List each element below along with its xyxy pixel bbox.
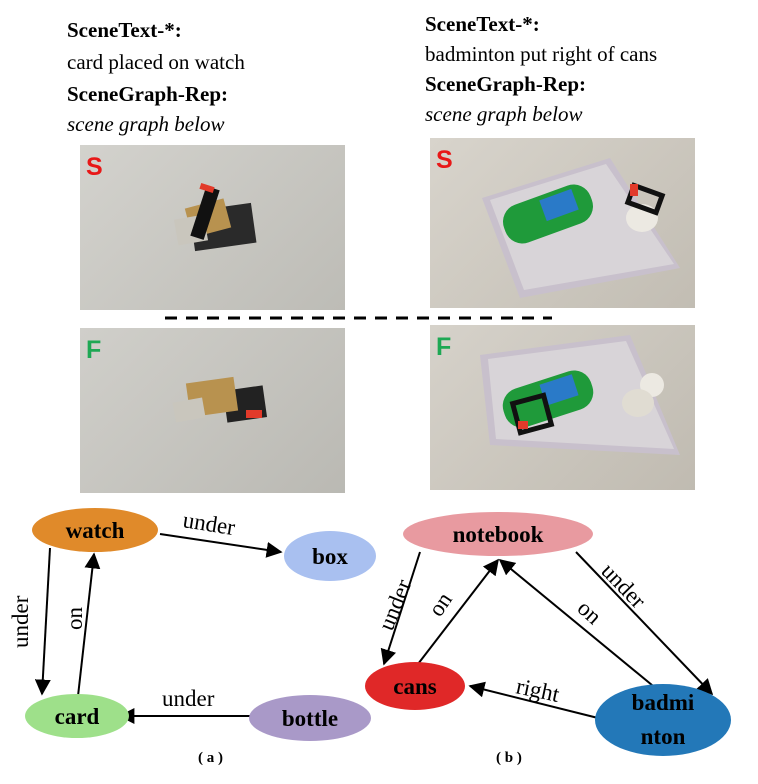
node-badminton: badmi nton (595, 684, 731, 756)
tag-f-a: F (86, 336, 102, 364)
edge-badminton-cans (468, 681, 599, 719)
edge-badminton-notebook (498, 558, 659, 691)
node-badminton-label-line2: nton (641, 724, 686, 749)
tag-s-b: S (436, 146, 453, 174)
edge-watch-card (34, 547, 51, 696)
node-bottle-label: bottle (282, 706, 338, 731)
edge-label-notebook-cans: under (373, 576, 416, 634)
scene-text-label-b: SceneText-*: (425, 12, 540, 36)
edge-label-cans-notebook: on (423, 587, 457, 620)
edge-card-watch (77, 552, 101, 697)
photo-a-start: S (80, 145, 345, 310)
node-bottle: bottle (249, 695, 371, 741)
node-cans-label: cans (393, 674, 437, 699)
photo-a-final-drawing (172, 376, 268, 423)
node-watch-label: watch (66, 518, 125, 543)
node-cans: cans (365, 662, 465, 710)
caption-a: ( a ) (198, 750, 223, 766)
edge-label-card-watch: on (62, 607, 87, 631)
photo-b-start-drawing (482, 158, 680, 298)
scene-graph-label-a: SceneGraph-Rep: (67, 82, 228, 106)
tag-s-a: S (86, 153, 103, 181)
photo-b-final-drawing (480, 335, 680, 455)
edge-label-badminton-notebook: on (573, 595, 607, 629)
edge-label-bottle-card: under (162, 686, 215, 711)
scene-text-label-a: SceneText-*: (67, 18, 182, 42)
photo-a-final: F (80, 328, 345, 493)
edge-watch-box (159, 533, 283, 558)
node-notebook: notebook (403, 512, 593, 556)
photo-b-final: F (430, 325, 695, 490)
edge-label-watch-box: under (181, 507, 237, 540)
node-badminton-label-line1: badmi (632, 690, 695, 715)
tag-f-b: F (436, 333, 452, 361)
photo-b-start: S (430, 138, 695, 308)
edge-label-watch-card: under (8, 595, 33, 648)
edge-cans-notebook (417, 558, 499, 665)
node-box: box (284, 531, 376, 581)
scene-graph-value-b: scene graph below (425, 102, 583, 126)
edge-notebook-badminton (575, 551, 714, 696)
node-box-label: box (312, 544, 348, 569)
photo-a-start-drawing (173, 182, 257, 252)
scene-graph-value-a: scene graph below (67, 112, 225, 136)
scene-text-value-b: badminton put right of cans (425, 42, 658, 66)
edge-label-badminton-cans: right (514, 673, 562, 707)
caption-b: ( b ) (496, 750, 522, 766)
edge-label-notebook-badminton: under (596, 558, 651, 613)
node-card-label: card (55, 704, 100, 729)
edge-notebook-cans (380, 551, 421, 666)
node-watch: watch (32, 508, 158, 552)
node-card: card (25, 694, 129, 738)
node-notebook-label: notebook (453, 522, 544, 547)
scene-graph-label-b: SceneGraph-Rep: (425, 72, 586, 96)
scene-text-value-a: card placed on watch (67, 50, 245, 74)
